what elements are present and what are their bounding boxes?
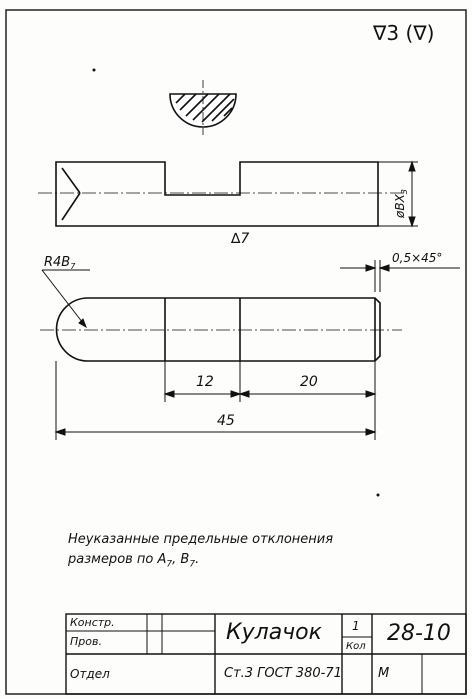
note-line-1: Неуказанные предельные отклонения: [68, 532, 334, 547]
tb-qty-label: Кол: [346, 641, 366, 652]
tb-part-name: Кулачок: [226, 620, 322, 645]
top-view: [38, 161, 404, 227]
tb-material: Ст.3 ГОСТ 380-71: [224, 666, 342, 681]
radius-label: R4В7: [44, 255, 76, 271]
roughness-mark: ∇3 (∇): [373, 23, 434, 43]
chamfer-dimension: [340, 260, 460, 292]
note-line-2: размеров по А7, В7.: [68, 552, 200, 570]
radius-leader: [41, 269, 90, 329]
tb-konstr: Констр.: [70, 616, 115, 629]
speck: [92, 68, 96, 72]
cross-section: [169, 80, 237, 135]
roughness-text: 3 (∇): [386, 21, 435, 45]
length-dimensions: [54, 361, 377, 440]
tolerance-note: Неуказанные предельные отклонения размер…: [68, 530, 398, 575]
surface-mark: ∆7: [230, 231, 249, 247]
title-block: [65, 613, 467, 695]
tb-qty: 1: [352, 619, 360, 633]
roughness-symbol: ∇: [373, 21, 387, 45]
sheet-frame: [5, 9, 467, 695]
tb-otdel: Отдел: [70, 667, 110, 681]
dim-20: 20: [300, 374, 318, 390]
dim-45: 45: [217, 413, 235, 429]
tb-m-label: М: [378, 666, 390, 681]
chamfer-label: 0,5×45°: [392, 251, 442, 265]
tb-prov: Пров.: [70, 635, 102, 648]
side-view: [40, 297, 402, 362]
diameter-dimension: [378, 160, 418, 228]
diameter-label: øВХ3: [393, 189, 409, 219]
tb-code: 28-10: [387, 621, 451, 646]
dim-12: 12: [196, 374, 214, 390]
speck: [376, 493, 380, 497]
